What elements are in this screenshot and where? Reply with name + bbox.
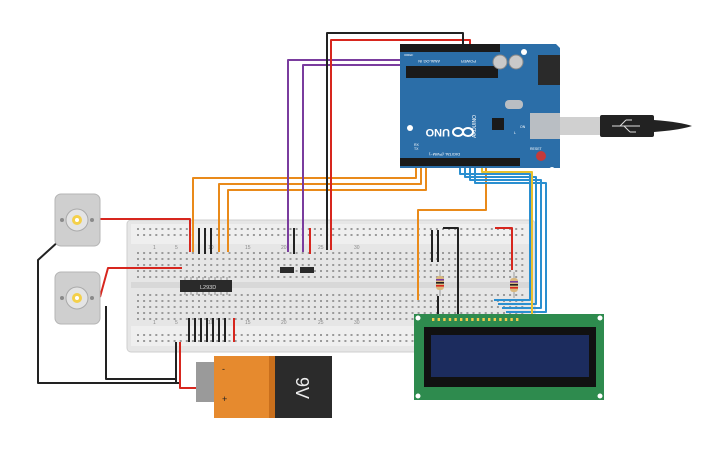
wire-blue-1 <box>459 165 531 301</box>
atmega-chip <box>406 66 498 78</box>
usb-cable <box>560 115 692 137</box>
svg-text:1: 1 <box>153 320 156 326</box>
jumper-r4 <box>495 227 513 270</box>
wire-blue-2 <box>464 165 537 305</box>
chip-label: L293D <box>200 285 216 291</box>
wire-blue-3 <box>469 165 542 309</box>
tx-label: TX <box>414 147 419 151</box>
svg-text:30: 30 <box>354 320 360 326</box>
lcd-16x2[interactable] <box>414 314 604 400</box>
l-label: L <box>514 131 516 135</box>
wire-motor2-red <box>99 267 182 298</box>
capacitor-2 <box>508 54 524 70</box>
svg-text:5: 5 <box>175 245 178 251</box>
usb-icon <box>612 119 640 133</box>
arduino-brand-label: ARDUINO <box>472 115 478 138</box>
reset-label: RESET <box>530 147 543 151</box>
chip-pins <box>184 277 228 295</box>
diode-2[interactable] <box>300 267 314 273</box>
l293d-chip[interactable]: L293D <box>180 277 232 295</box>
svg-text:30: 30 <box>354 245 360 251</box>
svg-text:15: 15 <box>245 320 251 326</box>
usb-port <box>530 113 560 139</box>
svg-text:5: 5 <box>175 320 178 326</box>
wire-motor2-black <box>105 306 176 380</box>
lcd-screen <box>431 335 589 377</box>
usb-chip <box>492 118 504 130</box>
svg-text:20: 20 <box>281 320 287 326</box>
wire-orange-1 <box>192 165 417 252</box>
resistor-2[interactable] <box>510 272 518 298</box>
rx-label: RX <box>414 143 420 147</box>
lcd-pins <box>432 318 519 321</box>
wire-black-gnd <box>326 32 464 250</box>
svg-text:15: 15 <box>245 245 251 251</box>
reset-button[interactable] <box>536 151 546 161</box>
wires <box>37 32 547 389</box>
resistor-1[interactable] <box>436 270 444 296</box>
dc-motor-2[interactable] <box>54 271 101 325</box>
battery-plus-label: + <box>222 394 227 404</box>
on-label: ON <box>520 125 526 129</box>
wire-motor1-red <box>100 218 191 252</box>
svg-text:1: 1 <box>153 245 156 251</box>
svg-text:25: 25 <box>318 245 324 251</box>
wire-motor1-black <box>37 239 180 384</box>
svg-text:20: 20 <box>281 245 287 251</box>
power-jack <box>538 55 560 85</box>
jumper-r3 <box>443 227 459 316</box>
dc-motor-1[interactable] <box>54 193 101 247</box>
arduino-model-label: UNO <box>425 126 450 138</box>
wire-orange-2 <box>218 165 422 252</box>
battery-9v[interactable]: - + 9V <box>196 356 332 418</box>
arduino-uno[interactable]: UNO ARDUINO DIGITAL (PWM~) ANALOG IN POW… <box>400 44 560 173</box>
wire-red-5v <box>330 39 471 250</box>
wire-orange-4 <box>417 165 487 300</box>
arduino-logo-icon <box>452 127 474 137</box>
battery-minus-label: - <box>222 364 225 374</box>
header-bottom <box>400 158 520 166</box>
breadboard-bottom-numbers: 1 5 10 15 20 25 30 <box>153 320 360 326</box>
capacitor-1 <box>492 54 508 70</box>
diode-1[interactable] <box>280 267 294 273</box>
svg-text:10: 10 <box>208 320 214 326</box>
analog-label: ANALOG IN <box>418 59 440 64</box>
digital-label: DIGITAL (PWM~) <box>428 152 460 157</box>
crystal <box>505 100 523 109</box>
svg-text:25: 25 <box>318 320 324 326</box>
battery-label: 9V <box>292 377 312 399</box>
power-label: POWER <box>461 59 476 64</box>
header-top <box>400 44 500 52</box>
ioref-label: IOREF <box>404 53 413 57</box>
